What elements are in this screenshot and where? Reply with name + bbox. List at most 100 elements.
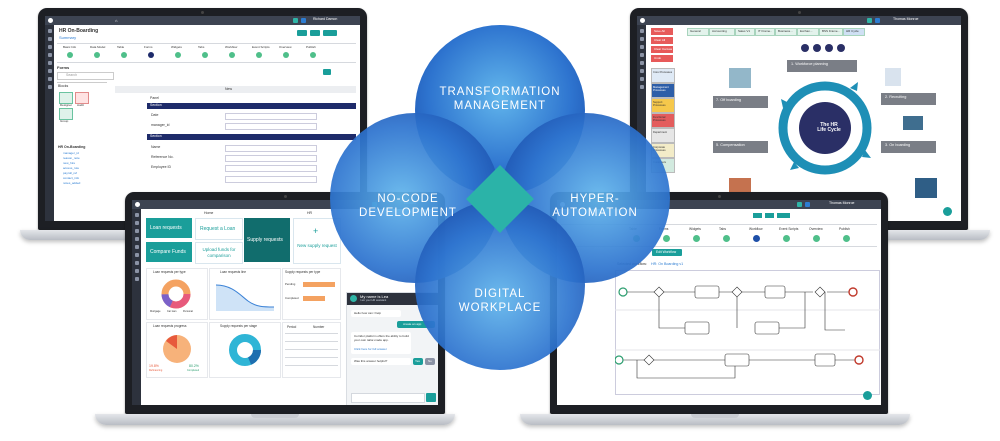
summary-link[interactable]: Summary xyxy=(59,35,77,40)
edit-button[interactable] xyxy=(753,213,762,218)
palette-button[interactable]: Save All xyxy=(651,28,673,35)
tab-item[interactable]: HR Cycle xyxy=(843,28,865,36)
palette-button[interactable]: Clear All xyxy=(651,37,673,44)
palette-item[interactable]: Support Processes xyxy=(651,98,675,113)
step-dot[interactable] xyxy=(783,235,790,242)
tree-item[interactable]: payroll_ref xyxy=(63,171,78,175)
chat-full-answer-link[interactable]: Click here for full answer xyxy=(354,347,387,351)
tree-item[interactable]: access_role xyxy=(63,166,80,170)
end-event-2[interactable] xyxy=(854,355,864,365)
tile-request-loan[interactable]: Request a Loan xyxy=(195,218,243,240)
save-button[interactable] xyxy=(765,213,774,218)
search-input[interactable]: Search xyxy=(57,72,114,80)
end-event-1[interactable] xyxy=(848,287,858,297)
chat-no-button[interactable]: No xyxy=(425,358,435,365)
chat-message-input[interactable] xyxy=(351,393,425,403)
tab-item[interactable]: BSS Frame... xyxy=(819,28,843,36)
step-dot[interactable] xyxy=(202,52,208,58)
section-bar-1[interactable]: Section xyxy=(147,103,356,109)
stage-2-box[interactable] xyxy=(881,93,936,105)
field-manager-input[interactable] xyxy=(225,123,317,130)
tab-item[interactable]: Business... xyxy=(775,28,797,36)
assistant-bubble-icon[interactable] xyxy=(863,391,872,400)
gateway-4[interactable] xyxy=(643,354,655,366)
user-name[interactable]: Richard Damon xyxy=(313,17,338,21)
chat-yes-button[interactable]: Yes xyxy=(413,358,423,365)
tab-item[interactable]: Exchan... xyxy=(797,28,819,36)
palette-item[interactable]: Management Processes xyxy=(651,83,675,98)
stage-5-box[interactable] xyxy=(713,141,768,153)
palette-item[interactable]: Core Processes xyxy=(651,68,675,83)
field-employee-input[interactable] xyxy=(225,165,317,172)
nav-home-icon[interactable]: ⌂ xyxy=(115,18,118,23)
palette-button[interactable]: Clear Canvas xyxy=(651,46,673,53)
stage-3-box[interactable] xyxy=(881,141,936,153)
publish-button[interactable] xyxy=(323,30,337,36)
group-block[interactable]: Group xyxy=(59,108,73,123)
grid-icon[interactable] xyxy=(797,202,802,207)
edit-workflow-button[interactable]: Edit Workflow xyxy=(652,249,682,256)
step-dot[interactable] xyxy=(148,52,154,58)
step-dot[interactable] xyxy=(663,235,670,242)
section-bar-2[interactable]: Section xyxy=(147,134,356,140)
tab-item[interactable]: General xyxy=(687,28,709,36)
palette-item[interactable]: Department xyxy=(651,128,675,143)
gateway-3[interactable] xyxy=(814,286,826,298)
designer-block[interactable]: Designer xyxy=(59,92,73,107)
tree-item[interactable]: manager_id xyxy=(63,151,79,155)
task-6[interactable] xyxy=(814,353,836,367)
step-dot[interactable] xyxy=(693,235,700,242)
palette-item[interactable]: Functional Processes xyxy=(651,113,675,128)
tree-item[interactable]: contact_info xyxy=(63,176,80,180)
tile-new-supply-request[interactable]: + New supply request xyxy=(293,218,341,264)
step-dot[interactable] xyxy=(283,52,289,58)
stage-7-box[interactable] xyxy=(713,96,768,108)
step-dot[interactable] xyxy=(813,235,820,242)
stage-1-box[interactable] xyxy=(787,60,857,72)
start-event-2[interactable] xyxy=(615,355,624,365)
step-dot[interactable] xyxy=(175,52,181,58)
task-5[interactable] xyxy=(724,353,750,367)
gateway-2[interactable] xyxy=(731,286,743,298)
grid-icon[interactable] xyxy=(867,18,872,23)
step-dot[interactable] xyxy=(723,235,730,242)
tab-item[interactable]: Accounting xyxy=(709,28,735,36)
edit-button[interactable] xyxy=(297,30,307,36)
task-4[interactable] xyxy=(754,321,780,335)
step-dot[interactable] xyxy=(67,52,73,58)
tree-item[interactable]: reason_note xyxy=(63,156,80,160)
step-dot[interactable] xyxy=(94,52,100,58)
task-2[interactable] xyxy=(764,285,786,299)
field-name-input[interactable] xyxy=(225,145,317,152)
tab-item[interactable]: Sales V1 xyxy=(735,28,755,36)
tile-loan-requests[interactable]: Loan requests xyxy=(146,218,192,238)
tree-root[interactable]: HR On-Boarding xyxy=(58,145,86,149)
notification-icon[interactable] xyxy=(805,202,810,207)
step-dot[interactable] xyxy=(753,235,760,242)
step-dot[interactable] xyxy=(121,52,127,58)
field-date-input[interactable] xyxy=(225,113,317,120)
gateway-1[interactable] xyxy=(653,286,665,298)
tile-compare-funds[interactable]: Compare Funds xyxy=(146,242,192,262)
palette-button[interactable]: Undo xyxy=(651,55,673,62)
step-dot[interactable] xyxy=(310,52,316,58)
send-icon[interactable] xyxy=(426,393,436,402)
user-name[interactable]: Thomas Monroe xyxy=(893,17,919,21)
step-dot[interactable] xyxy=(229,52,235,58)
tile-supply-requests[interactable]: Supply requests xyxy=(244,218,290,262)
audit-block[interactable]: Audit xyxy=(75,92,89,107)
tab-item[interactable]: IT Frame.. xyxy=(755,28,775,36)
tree-item[interactable]: notes_added xyxy=(63,181,81,185)
field-reference-input[interactable] xyxy=(225,155,317,162)
field-extra-input[interactable] xyxy=(225,176,317,183)
user-name[interactable]: Thomas Monroe xyxy=(829,201,855,205)
notification-icon[interactable] xyxy=(875,18,880,23)
step-dot[interactable] xyxy=(843,235,850,242)
assistant-bubble-icon[interactable] xyxy=(943,207,952,216)
step-dot[interactable] xyxy=(256,52,262,58)
tile-upload-funds[interactable]: Upload funds for comparison xyxy=(195,242,243,264)
task-1[interactable] xyxy=(694,285,720,299)
save-button[interactable] xyxy=(310,30,320,36)
grid-icon[interactable] xyxy=(293,18,298,23)
publish-button[interactable] xyxy=(777,213,790,218)
